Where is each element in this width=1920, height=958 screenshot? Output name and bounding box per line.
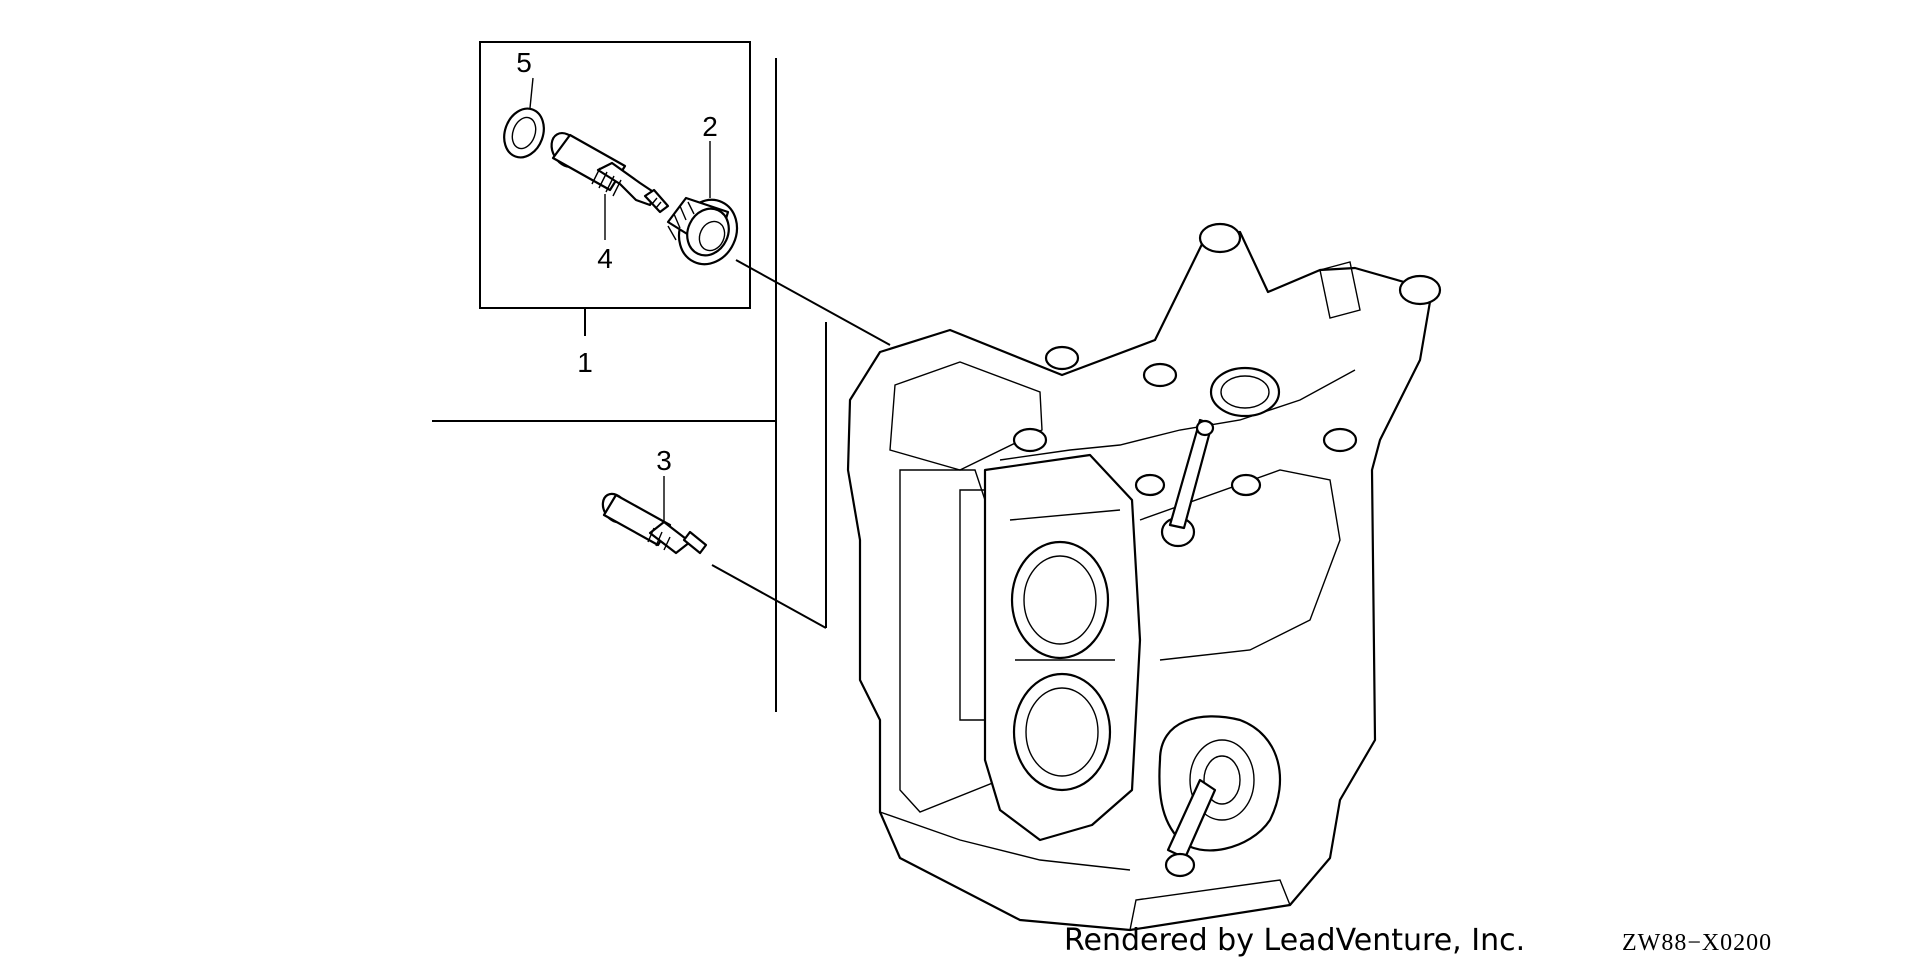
callout-5: 5 bbox=[516, 47, 532, 78]
callout-3: 3 bbox=[656, 445, 672, 476]
seal-ring-part[interactable] bbox=[498, 103, 551, 163]
leader-pin-to-block bbox=[711, 564, 827, 629]
assembly-box bbox=[479, 41, 751, 309]
pin-part[interactable] bbox=[598, 490, 708, 555]
callout-1: 1 bbox=[577, 347, 593, 378]
leader-gear-to-block bbox=[735, 259, 891, 346]
leader-5 bbox=[529, 77, 534, 109]
gear-part[interactable] bbox=[666, 190, 747, 273]
callout-2: 2 bbox=[702, 111, 718, 142]
render-credit: Rendered by LeadVenture, Inc. bbox=[1064, 923, 1525, 958]
engine-block bbox=[846, 222, 1442, 932]
diagram-code: ZW88−X0200 bbox=[1622, 930, 1772, 956]
callout-4: 4 bbox=[597, 243, 613, 274]
shaft-part[interactable] bbox=[546, 128, 670, 214]
